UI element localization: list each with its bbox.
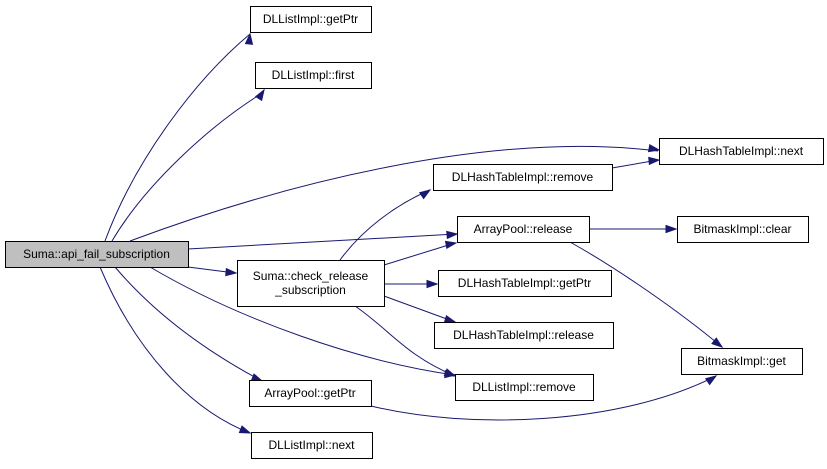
edge-root-to-dl_first bbox=[111, 88, 265, 242]
node-check-release[interactable]: Suma::check_release_subscription bbox=[237, 260, 385, 307]
node-ap-getptr[interactable]: ArrayPool::getPtr bbox=[249, 380, 372, 407]
node-box bbox=[433, 164, 613, 191]
arrowhead-icon bbox=[704, 375, 718, 386]
node-box bbox=[677, 216, 809, 243]
edge-line bbox=[104, 33, 251, 242]
edge-check_release-to-dh_release bbox=[383, 295, 457, 324]
arrowhead-icon bbox=[443, 314, 457, 324]
edge-line bbox=[149, 266, 456, 376]
arrowhead-icon bbox=[711, 337, 724, 348]
edge-check_release-to-ap_release bbox=[383, 240, 458, 266]
edge-line bbox=[569, 241, 723, 348]
node-box bbox=[434, 322, 614, 349]
node-bm-get[interactable]: BitmaskImpl::get bbox=[681, 348, 803, 375]
node-dl-next[interactable]: DLListImpl::next bbox=[251, 432, 373, 459]
edge-line bbox=[354, 305, 456, 377]
arrowhead-icon bbox=[446, 230, 459, 240]
arrowhead-icon bbox=[250, 373, 264, 382]
edge-root-to-dl_getptr bbox=[104, 32, 254, 242]
node-dh-release[interactable]: DLHashTableImpl::release bbox=[434, 322, 614, 349]
node-label: DLHashTableImpl::next bbox=[679, 144, 804, 158]
arrowhead-icon bbox=[444, 240, 458, 250]
arrowhead-icon bbox=[254, 88, 265, 102]
node-label: Suma::check_release bbox=[253, 269, 369, 283]
edge-check_release-to-dh_remove bbox=[339, 189, 432, 261]
arrowhead-icon bbox=[244, 32, 254, 45]
node-dl-getptr[interactable]: DLListImpl::getPtr bbox=[250, 6, 372, 33]
edge-root-to-check_release bbox=[187, 266, 238, 277]
node-box bbox=[237, 260, 385, 307]
edge-line bbox=[187, 233, 457, 250]
node-label: DLHashTableImpl::remove bbox=[452, 170, 594, 184]
node-label: DLListImpl::next bbox=[268, 438, 355, 452]
node-dh-next[interactable]: DLHashTableImpl::next bbox=[659, 138, 824, 165]
edge-line bbox=[114, 266, 263, 382]
node-root[interactable]: Suma::api_fail_subscription bbox=[5, 241, 189, 268]
node-layer: Suma::api_fail_subscription DLListImpl::g… bbox=[5, 6, 824, 459]
node-label: DLHashTableImpl::release bbox=[453, 328, 594, 342]
node-box bbox=[250, 6, 372, 33]
edge-line bbox=[99, 266, 251, 434]
node-label: _subscription bbox=[274, 283, 346, 297]
node-label: DLListImpl::remove bbox=[472, 380, 576, 394]
arrowhead-icon bbox=[443, 368, 457, 377]
edge-line bbox=[129, 145, 659, 242]
edge-line bbox=[383, 295, 456, 323]
edge-ap_release-to-bm_clear bbox=[589, 224, 678, 234]
edge-ap_release-to-bm_get bbox=[569, 241, 724, 348]
node-label: Suma::api_fail_subscription bbox=[23, 247, 170, 261]
arrowhead-icon bbox=[648, 156, 661, 166]
node-label: DLListImpl::first bbox=[272, 68, 355, 82]
edge-layer bbox=[99, 32, 724, 434]
edge-ap_getptr-to-bm_get bbox=[370, 375, 718, 421]
edge-check_release-to-dh_getptr bbox=[384, 279, 439, 289]
node-label: BitmaskImpl::get bbox=[697, 354, 786, 368]
edge-line bbox=[370, 375, 717, 421]
node-dh-remove[interactable]: DLHashTableImpl::remove bbox=[433, 164, 613, 191]
arrowhead-icon bbox=[647, 143, 661, 153]
node-label: ArrayPool::release bbox=[474, 222, 573, 236]
edge-line bbox=[111, 91, 265, 242]
node-dl-remove[interactable]: DLListImpl::remove bbox=[455, 374, 594, 401]
node-box bbox=[249, 380, 372, 407]
arrowhead-icon bbox=[418, 189, 432, 200]
arrowhead-icon bbox=[426, 279, 439, 289]
arrowhead-icon bbox=[665, 224, 678, 234]
node-box bbox=[251, 432, 373, 459]
edge-line bbox=[339, 189, 431, 261]
arrowhead-icon bbox=[225, 267, 238, 277]
node-box bbox=[455, 374, 594, 401]
node-label: BitmaskImpl::clear bbox=[693, 222, 791, 236]
edge-dh_remove-to-dh_next bbox=[611, 156, 661, 169]
node-label: DLHashTableImpl::getPtr bbox=[458, 276, 591, 290]
edge-root-to-dh_next bbox=[129, 143, 661, 242]
node-label: ArrayPool::getPtr bbox=[264, 386, 355, 400]
node-bm-clear[interactable]: BitmaskImpl::clear bbox=[677, 216, 809, 243]
node-ap-release[interactable]: ArrayPool::release bbox=[457, 216, 590, 243]
arrowhead-icon bbox=[238, 425, 252, 434]
edge-root-to-dl_next bbox=[99, 266, 252, 434]
node-box bbox=[659, 138, 824, 165]
node-dh-getptr[interactable]: DLHashTableImpl::getPtr bbox=[438, 270, 612, 297]
node-box bbox=[457, 216, 590, 243]
node-label: DLListImpl::getPtr bbox=[263, 12, 358, 26]
node-dl-first[interactable]: DLListImpl::first bbox=[255, 62, 372, 89]
node-box bbox=[5, 241, 189, 268]
node-box bbox=[438, 270, 612, 297]
edge-check_release-to-dl_remove bbox=[354, 305, 457, 377]
edge-root-to-ap_release bbox=[187, 230, 459, 250]
node-box bbox=[681, 348, 803, 375]
node-box bbox=[255, 62, 372, 89]
edge-line bbox=[383, 242, 456, 266]
